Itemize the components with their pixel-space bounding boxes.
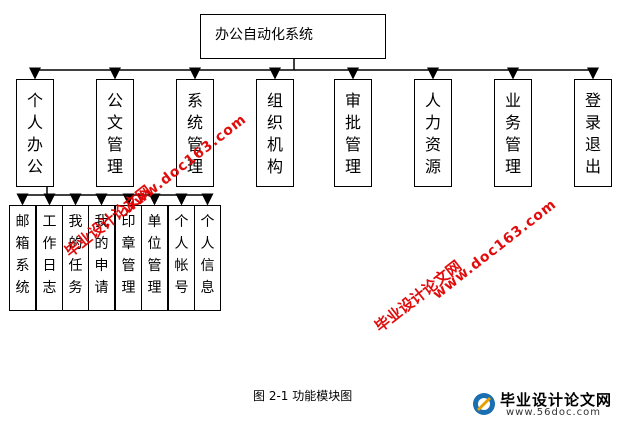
logo-icon [473,393,495,415]
module-box-4: 组织机构 [256,79,294,187]
submodule-label: 我的申请 [94,214,109,296]
module-label: 组织机构 [266,91,283,176]
module-box-1: 个人办公 [16,79,54,187]
logo-url: www.56doc.com [506,407,602,418]
submodule-label: 我的任务 [68,214,83,296]
submodule-box-7: 个人帐号 [168,205,195,311]
module-label: 公文管理 [106,91,123,176]
submodule-box-2: 工作日志 [36,205,63,311]
module-box-8: 登录退出 [574,79,612,187]
module-box-5: 审批管理 [334,79,372,187]
site-logo: 毕业设计论文网 www.56doc.com [470,388,620,420]
submodule-label: 个人帐号 [174,214,189,296]
module-label: 个人办公 [26,91,43,176]
submodule-box-1: 邮箱系统 [9,205,36,311]
submodule-box-6: 单位管理 [141,205,168,311]
submodule-label: 单位管理 [147,214,162,296]
module-label: 登录退出 [584,91,601,176]
root-label: 办公自动化系统 [215,27,313,43]
submodule-box-8: 个人信息 [194,205,221,311]
figure-caption: 图 2-1 功能模块图 [253,389,353,403]
root-box: 办公自动化系统 [200,14,386,59]
module-box-7: 业务管理 [494,79,532,187]
submodule-label: 邮箱系统 [15,214,30,296]
submodule-label: 印章管理 [121,214,136,296]
submodule-box-4: 我的申请 [88,205,115,311]
module-label: 人力资源 [424,91,441,176]
module-label: 审批管理 [344,91,361,176]
module-box-2: 公文管理 [96,79,134,187]
module-box-6: 人力资源 [414,79,452,187]
logo-title: 毕业设计论文网 [500,391,613,409]
submodule-label: 工作日志 [42,214,57,296]
module-label: 系统管理 [186,91,203,176]
module-label: 业务管理 [504,91,521,176]
submodule-label: 个人信息 [200,214,215,296]
submodule-box-3: 我的任务 [62,205,89,311]
module-box-3: 系统管理 [176,79,214,187]
